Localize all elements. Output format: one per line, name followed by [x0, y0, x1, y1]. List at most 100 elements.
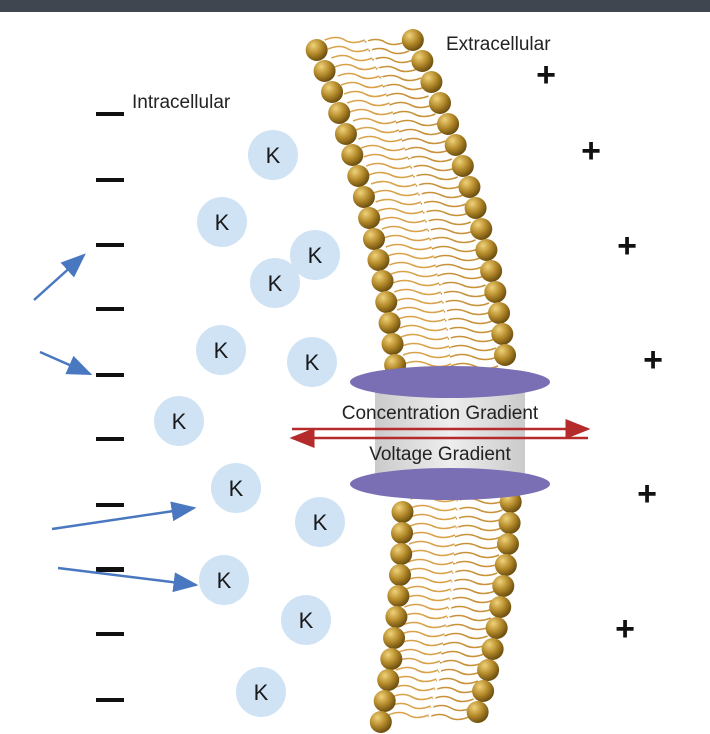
lipid-tail [381, 225, 428, 233]
lipid-head-outer [411, 50, 434, 72]
lipid-tail [452, 560, 499, 568]
lipid-tail [407, 155, 453, 163]
lipid-tail [446, 326, 494, 334]
negative-charge [96, 568, 124, 572]
lipid-tail [387, 711, 429, 719]
positive-charge: + [581, 132, 601, 170]
ion-circle [290, 230, 340, 280]
lipid-tail [455, 524, 502, 532]
lipid-head-outer [451, 155, 474, 177]
lipid-head-inner [380, 648, 403, 670]
pointer-arrow [57, 566, 199, 593]
lipid-head-outer [458, 176, 481, 198]
lipid-tail [404, 146, 450, 154]
ion-circle [287, 337, 337, 387]
pointer-arrow [33, 253, 86, 301]
lipid-tail [420, 200, 467, 208]
lipid-tail [401, 342, 450, 350]
ion-symbol: K [313, 510, 328, 535]
lipid-tail [370, 180, 417, 188]
lipid-tail [379, 74, 422, 82]
lipid-head-inner [373, 690, 396, 712]
negative-charge [96, 437, 124, 441]
lipid-tail [442, 641, 487, 649]
lipid-tail [391, 693, 433, 701]
lipid-head-outer [498, 512, 521, 534]
lipid-tail [395, 666, 439, 674]
potassium-ion: K [199, 555, 249, 605]
lipid-head-inner [390, 543, 413, 565]
lipid-tail [385, 243, 433, 251]
channel-pore [375, 388, 525, 476]
ion-symbol: K [254, 680, 269, 705]
ion-symbol: K [229, 476, 244, 501]
lipid-tail [402, 621, 447, 629]
ion-circle [154, 396, 204, 446]
positive-charge: + [637, 475, 657, 513]
lipid-tail [449, 353, 498, 361]
potassium-ion: K [248, 130, 298, 180]
lipid-tail [398, 315, 446, 323]
lipid-tail [407, 558, 454, 566]
lipid-head-inner [369, 711, 392, 733]
lipid-tail [393, 288, 442, 296]
lipid-tail [398, 648, 442, 656]
lipid-tail [442, 299, 490, 307]
lipid-tail [435, 263, 483, 271]
lipid-tail [403, 612, 448, 620]
lipid-tail [444, 317, 493, 325]
lipid-head-outer [444, 134, 467, 156]
lipid-tail [415, 182, 461, 190]
negative-charge [96, 698, 124, 702]
lipid-head-outer [464, 197, 487, 219]
lipid-head-inner [388, 564, 411, 586]
lipid-head-inner [387, 585, 410, 607]
lipid-tail [395, 119, 440, 127]
lipid-tail [392, 684, 435, 692]
lipid-tail [407, 567, 453, 575]
lipid-tail [448, 605, 493, 613]
lipid-head-outer [496, 533, 519, 555]
ion-circle [196, 325, 246, 375]
intracellular-label: Intracellular [132, 92, 231, 113]
ion-circle [197, 197, 247, 247]
lipid-tail [400, 333, 449, 341]
lipid-head-inner [383, 627, 406, 649]
lipid-tail [422, 209, 469, 217]
lipid-tail [444, 632, 488, 640]
lipid-tail [389, 101, 433, 109]
lipid-tail [428, 713, 470, 721]
lipid-tail [349, 108, 394, 116]
lipid-tail [397, 657, 441, 665]
lipid-head-outer [477, 659, 500, 681]
lipid-tail [401, 137, 446, 145]
lipid-tail [399, 639, 444, 647]
lipid-head-outer [437, 113, 460, 135]
lipid-head-inner [341, 144, 364, 166]
ion-symbol: K [268, 271, 283, 296]
ion-symbol: K [217, 568, 232, 593]
lipid-tail [343, 90, 387, 98]
lipid-head-outer [484, 281, 507, 303]
lipid-head-inner [313, 60, 336, 82]
lipid-tail [395, 297, 443, 305]
ion-circle [211, 463, 261, 513]
pointer-arrows [33, 253, 199, 593]
lipid-tail [406, 576, 452, 584]
lipid-tail [448, 344, 497, 352]
channel-top-disc [350, 366, 550, 398]
extracellular-label: Extracellular [446, 34, 551, 55]
lipid-tail [410, 164, 456, 172]
lipid-tail [445, 623, 490, 631]
lipid-tail [452, 569, 498, 577]
lipid-head-outer [480, 260, 503, 282]
lipid-head-outer [489, 596, 512, 618]
lipid-head-outer [492, 575, 515, 597]
lipid-tail [400, 630, 445, 638]
lipid-head-inner [371, 270, 394, 292]
lipid-tail [434, 686, 477, 694]
lipid-tail [412, 173, 459, 181]
lipid-tail [405, 585, 451, 593]
concentration-gradient-label: Concentration Gradient [342, 403, 539, 424]
